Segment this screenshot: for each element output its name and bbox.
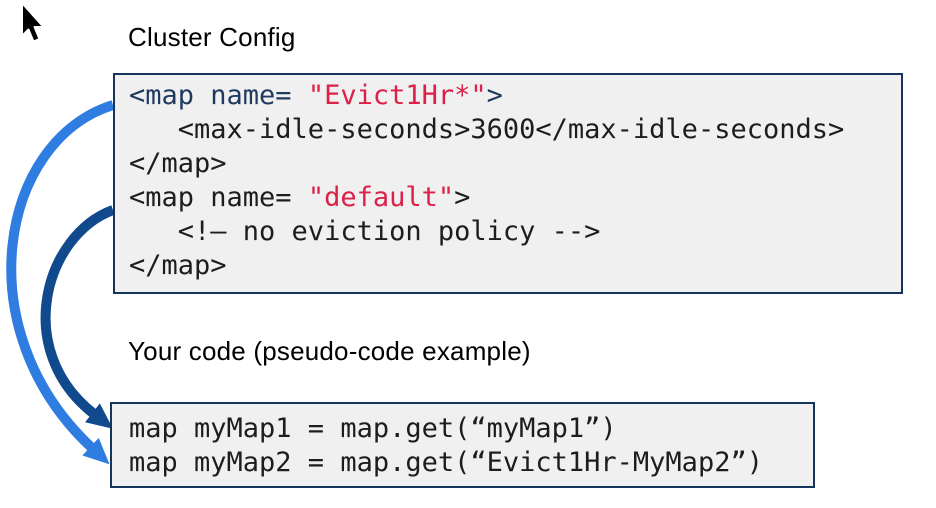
evict-map-arrow	[6, 100, 115, 465]
xml-element-text: <max-idle-seconds>3600</max-idle-seconds…	[129, 114, 845, 145]
map-name-evict-value: "Evict1Hr*"	[307, 80, 487, 111]
code-line-map-close-1: </map>	[129, 147, 901, 181]
xml-tag-text: <map name=	[129, 182, 308, 213]
code-line-mymap2: map myMap2 = map.get(“Evict1Hr-MyMap2”)	[129, 447, 763, 478]
xml-tag-text: <map name=	[129, 80, 308, 111]
code-line-map-close-2: </map>	[129, 249, 901, 283]
code-line-comment: <!– no eviction policy -->	[129, 215, 901, 249]
xml-tag-close-text: >	[486, 80, 503, 111]
mouse-cursor-icon	[21, 2, 45, 43]
code-line-mymap1: map myMap1 = map.get(“myMap1”)	[129, 413, 617, 444]
cluster-config-title: Cluster Config	[128, 22, 296, 52]
code-line-max-idle-seconds: <max-idle-seconds>3600</max-idle-seconds…	[129, 113, 901, 147]
map-name-default-value: "default"	[307, 182, 455, 213]
your-code-title: Your code (pseudo-code example)	[128, 336, 531, 366]
default-map-arrow	[40, 205, 115, 429]
your-code-box: map myMap1 = map.get(“myMap1”) map myMap…	[110, 402, 815, 488]
cluster-config-code-box: <map name= "Evict1Hr*"> <max-idle-second…	[113, 73, 903, 294]
code-line-map-default-open: <map name= "default">	[129, 181, 901, 215]
xml-close-tag-text: </map>	[129, 250, 227, 281]
xml-comment-text: <!– no eviction policy -->	[129, 216, 601, 247]
xml-close-tag-text: </map>	[129, 148, 227, 179]
xml-tag-close-text: >	[454, 182, 471, 213]
code-line-map-evict-open: <map name= "Evict1Hr*">	[129, 79, 901, 113]
